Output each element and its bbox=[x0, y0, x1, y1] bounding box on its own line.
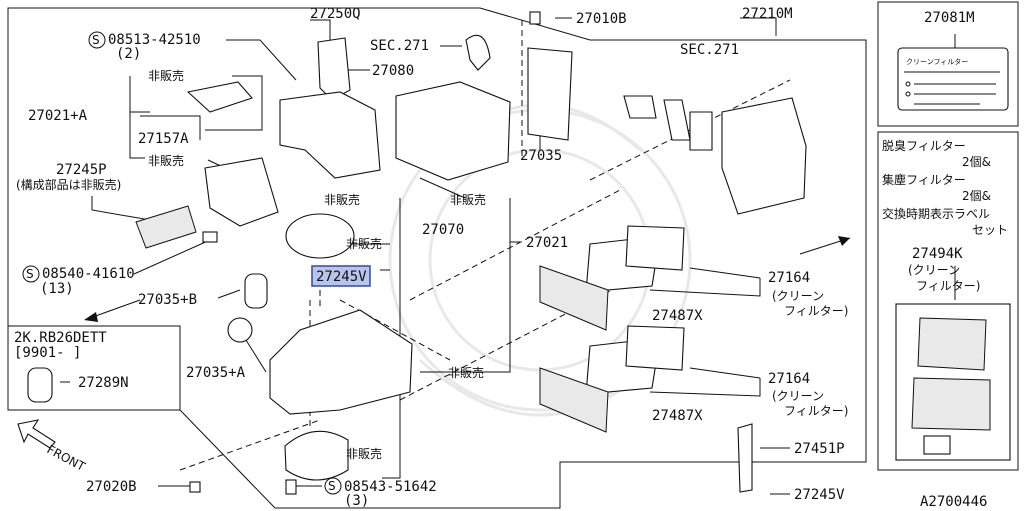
label-hihanbai-1: 非販売 bbox=[148, 68, 184, 83]
label-27494k-n1: (クリーン bbox=[908, 263, 960, 277]
label-card-text: クリーンフィルター bbox=[906, 57, 968, 66]
label-27164-a: 27164 bbox=[768, 270, 810, 286]
label-08543-qty: (3) bbox=[344, 493, 369, 509]
sensor-27451p bbox=[737, 423, 753, 493]
label-27035b: 27035+B bbox=[138, 292, 197, 308]
label-08543: 08543-51642 bbox=[344, 479, 437, 495]
pad-27245p bbox=[135, 205, 197, 249]
filter-27164-a-frame bbox=[625, 225, 685, 271]
label-hihanbai-7: 非販売 bbox=[346, 446, 382, 461]
clip-parts-sec271 bbox=[623, 95, 713, 151]
figure-id: A2700446 bbox=[920, 494, 987, 510]
label-27020b: 27020B bbox=[86, 479, 137, 495]
label-27081m: 27081M bbox=[924, 10, 975, 26]
evaporator-27210m bbox=[395, 81, 511, 181]
label-27021a: 27021+A bbox=[28, 108, 88, 124]
label-27487x-b: 27487X bbox=[652, 408, 703, 424]
blower-case-27070 bbox=[269, 309, 413, 415]
label-engine-date: [9901- ] bbox=[14, 345, 81, 361]
label-clean-filter-b2: フィルター) bbox=[784, 404, 848, 418]
label-27245v-highlighted: 27245V bbox=[316, 269, 367, 285]
label-box2-l6: セット bbox=[972, 223, 1008, 237]
label-08540: 08540-41610 bbox=[42, 266, 135, 282]
label-27035: 27035 bbox=[520, 148, 562, 164]
seal-27157a bbox=[186, 81, 253, 113]
label-hihanbai-6: 非販売 bbox=[448, 365, 484, 380]
label-27250q: 27250Q bbox=[310, 6, 361, 22]
front-arrow-icon bbox=[17, 419, 56, 449]
direction-arrows bbox=[17, 236, 851, 449]
label-08540-qty: (13) bbox=[40, 281, 74, 297]
label-box2-l5: 交換時期表示ラベル bbox=[882, 206, 990, 221]
main-frame bbox=[7, 7, 867, 509]
label-08513: 08513-42510 bbox=[108, 32, 201, 48]
bracket-27250q bbox=[317, 37, 351, 101]
svg-text:S: S bbox=[26, 267, 34, 281]
ring-27289n bbox=[27, 367, 53, 403]
label-27070: 27070 bbox=[422, 222, 464, 238]
bolt-27010b bbox=[529, 11, 541, 25]
bushing-27035a bbox=[227, 317, 253, 343]
label-27487x-a: 27487X bbox=[652, 308, 703, 324]
parts bbox=[27, 11, 1011, 495]
label-27210m: 27210M bbox=[742, 6, 793, 22]
label-box2-l1: 脱臭フィルター bbox=[882, 138, 966, 153]
label-clean-filter-a1: (クリーン bbox=[772, 289, 824, 303]
label-27245v: 27245V bbox=[794, 487, 845, 503]
fan-27245v bbox=[285, 213, 355, 259]
label-27080: 27080 bbox=[372, 63, 414, 79]
screw-08540 bbox=[202, 231, 218, 243]
filter-cartridge-27210m bbox=[721, 97, 807, 215]
label-sec271-b: SEC.271 bbox=[680, 42, 739, 58]
label-27245p-note: (構成部品は非販売) bbox=[16, 177, 121, 192]
label-27245p: 27245P bbox=[56, 162, 107, 178]
label-08513-qty: (2) bbox=[116, 46, 141, 62]
nut-27020b bbox=[189, 481, 201, 493]
label-clean-filter-a2: フィルター) bbox=[784, 304, 848, 318]
label-27494k: 27494K bbox=[912, 246, 963, 262]
motor-27020b bbox=[284, 430, 349, 481]
svg-text:S: S bbox=[328, 479, 336, 493]
label-hihanbai-4: 非販売 bbox=[450, 192, 486, 207]
label-clean-filter-b1: (クリーン bbox=[772, 389, 824, 403]
label-27164-b: 27164 bbox=[768, 371, 810, 387]
label-27021: 27021 bbox=[526, 235, 568, 251]
label-27010b: 27010B bbox=[576, 11, 627, 27]
hose-sec271 bbox=[465, 34, 491, 71]
filter-27487x-a bbox=[539, 265, 609, 331]
label-card-lines bbox=[904, 71, 1000, 105]
label-box2-l3: 集塵フィルター bbox=[882, 172, 966, 187]
gasket-27035 bbox=[527, 47, 573, 141]
standard-part-marks: S S S bbox=[22, 31, 342, 495]
svg-text:S: S bbox=[92, 33, 100, 47]
filter-27164-b-frame bbox=[625, 325, 685, 371]
label-box2-l4: 2個& bbox=[962, 189, 991, 203]
label-engine-code: 2K.RB26DETT bbox=[14, 330, 107, 346]
filter-set-box bbox=[877, 131, 1019, 471]
label-hihanbai-3: 非販売 bbox=[324, 192, 360, 207]
label-27035a: 27035+A bbox=[186, 365, 246, 381]
filter-27487x-b bbox=[539, 367, 609, 433]
label-sec271-a: SEC.271 bbox=[370, 38, 429, 54]
label-hihanbai-2: 非販売 bbox=[148, 153, 184, 168]
hl-27245v bbox=[311, 265, 371, 287]
screw-08543 bbox=[285, 479, 297, 495]
part-labels: 27250Q 27010B 27210M 08513-42510 (2) SEC… bbox=[14, 6, 1008, 510]
label-27157a: 27157A bbox=[138, 131, 189, 147]
label-hihanbai-5: 非販売 bbox=[346, 236, 382, 251]
label-27494k-n2: フィルター) bbox=[916, 279, 980, 293]
label-box2-l2: 2個& bbox=[962, 155, 991, 169]
actuator-27245p bbox=[204, 157, 279, 227]
intake-housing-27021a bbox=[279, 91, 381, 179]
label-27451p: 27451P bbox=[794, 441, 845, 457]
leader-lines bbox=[60, 17, 956, 495]
engine-variant-box bbox=[7, 325, 181, 411]
label-box bbox=[877, 1, 1019, 127]
label-front: FRONT bbox=[45, 442, 88, 474]
ring-27035b bbox=[244, 273, 268, 309]
label-27289n: 27289N bbox=[78, 375, 129, 391]
